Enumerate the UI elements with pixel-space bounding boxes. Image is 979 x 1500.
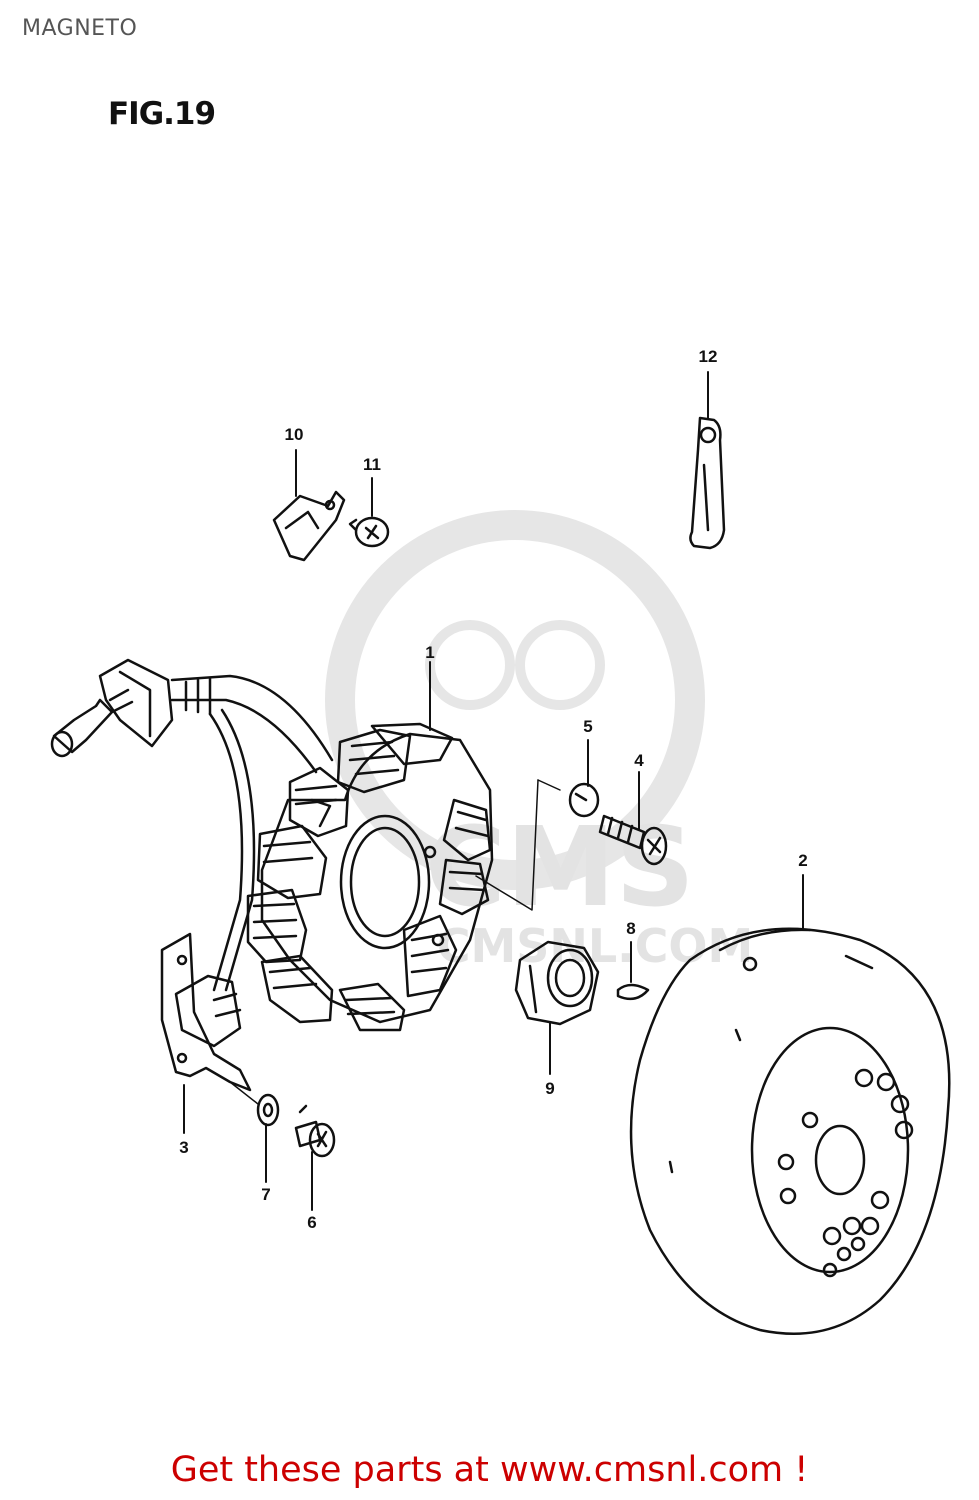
callout-9: 9 bbox=[545, 1079, 554, 1098]
watermark-url: CMSNL.COM bbox=[437, 919, 754, 973]
washer-part-5 bbox=[568, 782, 600, 818]
figure-label: FIG.19 bbox=[108, 96, 216, 132]
callout-6: 6 bbox=[307, 1213, 316, 1232]
callout-2: 2 bbox=[798, 851, 807, 870]
lead-clamp-part-12 bbox=[689, 416, 726, 550]
rotor-part-2 bbox=[629, 927, 951, 1335]
callout-1: 1 bbox=[425, 643, 434, 662]
stator-part-1 bbox=[246, 722, 494, 1032]
callout-11: 11 bbox=[363, 455, 381, 474]
wiring-harness bbox=[50, 658, 334, 992]
clamp-part-10 bbox=[272, 490, 346, 562]
footer-parts-link[interactable]: Get these parts at www.cmsnl.com ! bbox=[170, 1450, 809, 1490]
callout-10: 10 bbox=[285, 425, 304, 444]
callout-8: 8 bbox=[626, 919, 635, 938]
screw-part-6 bbox=[294, 1104, 336, 1158]
callout-leaders bbox=[183, 371, 804, 1211]
screw-part-4 bbox=[598, 814, 668, 866]
pickup-coil-part-3 bbox=[160, 932, 252, 1092]
assembly-guide-lines bbox=[229, 779, 561, 1105]
callout-12: 12 bbox=[699, 347, 718, 366]
nut-part-9 bbox=[514, 940, 600, 1026]
page-title: MAGNETO bbox=[22, 16, 138, 41]
callout-3: 3 bbox=[179, 1138, 188, 1157]
key-part-8 bbox=[616, 983, 650, 1001]
washer-part-7 bbox=[256, 1093, 280, 1127]
callout-4: 4 bbox=[634, 751, 644, 770]
callout-7: 7 bbox=[261, 1185, 270, 1204]
screw-part-11 bbox=[348, 516, 390, 548]
callout-5: 5 bbox=[583, 717, 592, 736]
watermark-logo: CMS CMSNL.COM bbox=[325, 510, 754, 973]
